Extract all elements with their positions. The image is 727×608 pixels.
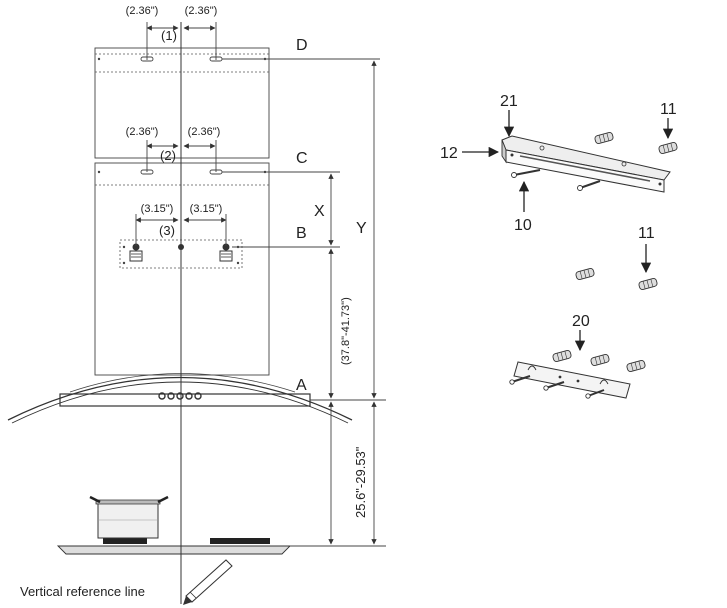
label-x: X — [314, 203, 325, 220]
pencil-icon — [183, 559, 233, 605]
label-c: C — [296, 150, 308, 167]
screw-dot — [236, 261, 240, 265]
callout-11-top: 11 — [660, 101, 677, 140]
wall-plug — [658, 142, 678, 154]
screw-dot — [97, 170, 101, 174]
dim-set2-right: (2.36") — [188, 126, 221, 138]
callout-10: 10 — [514, 180, 532, 234]
cooktop — [56, 538, 292, 555]
dim-set1-number: (1) — [161, 28, 177, 43]
wall-plug — [626, 360, 646, 372]
glass-canopy-inner — [11, 381, 349, 424]
wall-plug — [552, 350, 572, 362]
screw — [511, 169, 541, 178]
screw — [509, 375, 531, 385]
callout-12: 12 — [440, 145, 500, 162]
glass-canopy-top — [69, 373, 296, 393]
control-buttons — [158, 392, 202, 400]
dim-set2-left: (2.36") — [126, 126, 159, 138]
upper-range-text: (37.8"-41.73") — [340, 297, 352, 365]
screw — [585, 389, 605, 399]
label-d: D — [296, 37, 308, 54]
dim-y: Y — [356, 60, 377, 399]
lower-range-text: 25.6"-29.53" — [353, 446, 368, 518]
glass-canopy — [7, 376, 353, 421]
dim-set-1: (2.36") (2.36") (1) — [126, 5, 218, 60]
svg-text:11: 11 — [660, 101, 677, 118]
dim-lower-range: 25.6"-29.53" — [328, 401, 377, 545]
svg-text:10: 10 — [514, 217, 532, 234]
mount-strip-d — [94, 53, 270, 73]
screw-dot — [122, 245, 126, 249]
label-y: Y — [356, 220, 367, 237]
hood-drawing — [7, 22, 353, 605]
wall-plug — [594, 132, 614, 144]
wall-bracket — [501, 135, 671, 193]
level-lines: D C B A — [222, 37, 386, 547]
dim-set3-left: (3.15") — [141, 203, 174, 215]
dim-set-3: (3.15") (3.15") (3) — [135, 203, 227, 246]
screw-dot — [122, 261, 126, 265]
dim-set1-right: (2.36") — [185, 5, 218, 17]
chimney-lower — [94, 162, 270, 376]
label-a: A — [296, 377, 307, 394]
dim-set3-right: (3.15") — [190, 203, 223, 215]
wall-plug — [590, 354, 610, 366]
wall-plug — [638, 278, 658, 290]
svg-text:11: 11 — [638, 225, 655, 242]
hook-left — [129, 243, 143, 262]
screw — [543, 381, 565, 391]
dim-upper-range: (37.8"-41.73") — [328, 248, 352, 399]
screw — [577, 180, 601, 191]
label-b: B — [296, 225, 307, 242]
callout-20: 20 — [572, 313, 590, 352]
svg-text:20: 20 — [572, 313, 590, 330]
hook-right — [219, 243, 233, 262]
callout-21: 21 — [500, 93, 518, 138]
dim-set3-number: (3) — [159, 223, 175, 238]
svg-text:21: 21 — [500, 93, 518, 110]
mount-strip-c — [94, 162, 270, 186]
dim-set2-number: (2) — [160, 148, 176, 163]
hanging-plate — [513, 361, 631, 399]
cooking-pot — [89, 495, 169, 539]
callout-11-lower: 11 — [638, 225, 655, 274]
dim-set-2: (2.36") (2.36") (2) — [126, 126, 221, 172]
svg-text:12: 12 — [440, 145, 458, 162]
hood-base — [59, 393, 311, 407]
dim-set1-left: (2.36") — [126, 5, 159, 17]
chimney-upper — [94, 47, 270, 159]
screw-dot — [97, 57, 101, 61]
reference-line-caption: Vertical reference line — [20, 584, 145, 599]
wall-plug — [575, 268, 595, 280]
dim-x: X — [314, 173, 334, 246]
